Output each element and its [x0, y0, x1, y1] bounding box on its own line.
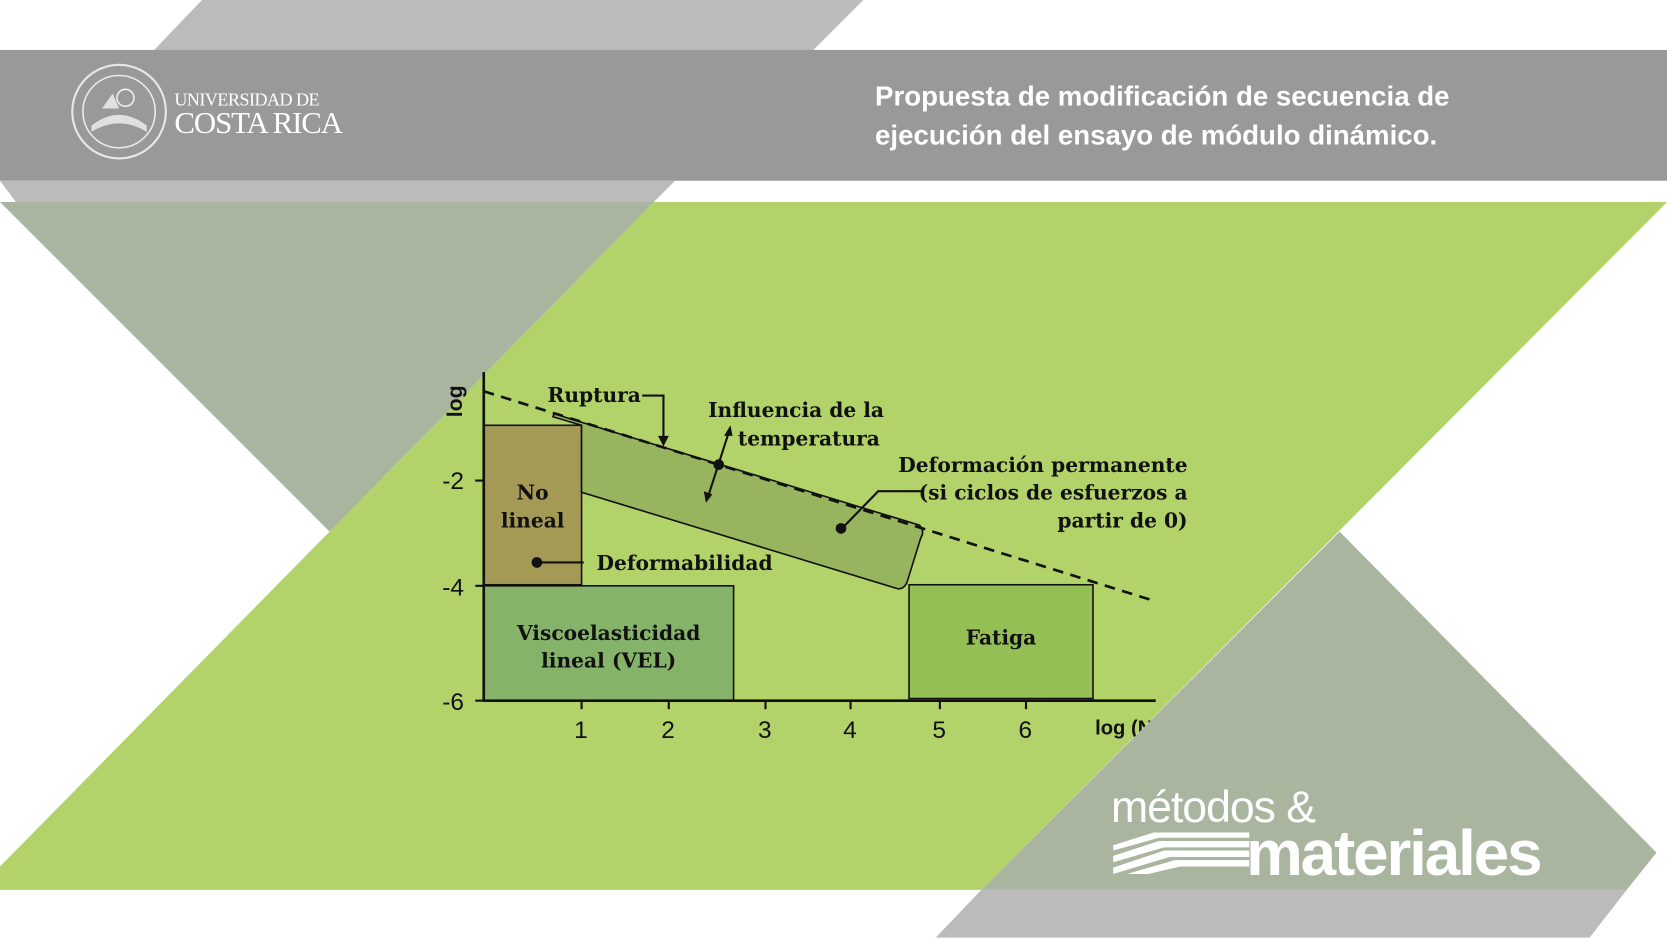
x-tick: 2 — [661, 715, 675, 744]
axis-ticks — [475, 479, 1028, 710]
university-name-line1: UNIVERSIDAD DE — [174, 89, 320, 110]
label-ruptura: Ruptura — [547, 383, 641, 408]
under-header-strip — [0, 180, 676, 203]
label-deformacion: Deformación permanente (si ciclos de esf… — [898, 452, 1187, 535]
label-vel-2: lineal (VEL) — [541, 649, 677, 674]
bottom-strip — [935, 889, 1627, 938]
y-tick: -2 — [442, 466, 465, 495]
x-tick: 1 — [574, 715, 588, 744]
arrow-head-ruptura — [658, 435, 669, 447]
label-deformacion-2: (si ciclos de esfuerzos a — [918, 481, 1188, 506]
label-vel-1: Viscoelasticidad — [516, 621, 701, 646]
x-tick: 4 — [843, 715, 857, 744]
header-bar — [0, 49, 1667, 181]
label-deformacion-3: partir de 0) — [1057, 509, 1188, 533]
label-influencia-1: Influencia de la — [708, 398, 885, 423]
brand-stripes-icon — [1113, 832, 1250, 874]
label-deformabilidad: Deformabilidad — [596, 551, 773, 576]
arrow-up-icon — [724, 425, 733, 436]
label-influencia-2: temperatura — [737, 427, 880, 451]
dot-temperatura — [713, 459, 725, 470]
top-strip — [154, 0, 864, 50]
label-deformacion-1: Deformación permanente — [898, 453, 1188, 478]
ruptura-dashed-line — [483, 389, 1154, 602]
label-fatiga: Fatiga — [965, 626, 1037, 650]
region-fatiga — [908, 583, 1094, 700]
arrow-down-icon — [703, 491, 713, 503]
slide-title: Propuesta de modificación de secuencia d… — [875, 77, 1450, 156]
left-gray-triangle — [0, 202, 654, 532]
y-tick: -4 — [442, 573, 465, 601]
title-line-1: Propuesta de modificación de secuencia d… — [875, 79, 1450, 112]
x-tick: 5 — [932, 715, 947, 744]
label-no-lineal-1: No — [516, 481, 549, 506]
university-name-line2: COSTA RICA — [174, 106, 343, 141]
region-no-lineal — [482, 424, 583, 586]
label-no-lineal-2: lineal — [500, 509, 565, 533]
y-tick: -6 — [442, 687, 465, 716]
brand-line-2: materiales — [1246, 817, 1542, 889]
dot-deformacion — [835, 523, 847, 534]
region-vel — [482, 585, 735, 702]
dot-deformabilidad — [531, 557, 543, 568]
title-line-2: ejecución del ensayo de módulo dinámico. — [875, 119, 1438, 151]
university-seal-icon — [71, 63, 167, 160]
x-tick: 6 — [1018, 715, 1033, 744]
x-tick: 3 — [758, 715, 772, 744]
label-vel: Viscoelasticidad lineal (VEL) — [484, 620, 734, 675]
brand-line-1: métodos & — [1111, 781, 1316, 832]
label-no-lineal: No lineal — [484, 480, 582, 535]
